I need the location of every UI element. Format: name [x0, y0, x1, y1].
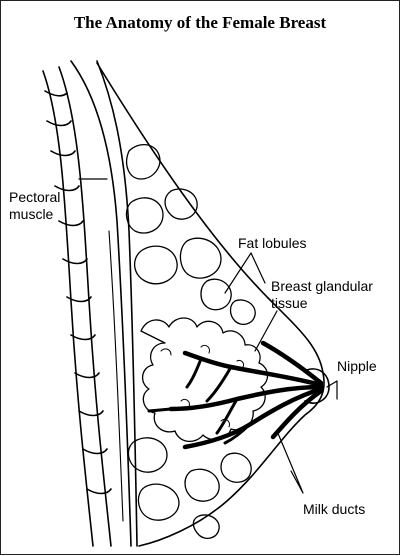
fat-lobules-illustration: [125, 144, 256, 540]
label-glandular-line1: Breast glandular: [271, 278, 373, 294]
label-pectoral-line1: Pectoral: [9, 189, 61, 205]
nipple-illustration: [304, 368, 330, 404]
label-pectoral-line2: muscle: [9, 206, 54, 222]
label-leader-lines: [78, 178, 338, 494]
label-glandular-line2: tissue: [271, 295, 308, 311]
label-glandular-tissue: Breast glandular tissue: [271, 278, 373, 312]
diagram-title: The Anatomy of the Female Breast: [73, 13, 327, 32]
label-fat-lobules: Fat lobules: [238, 235, 307, 251]
milk-ducts-illustration: [147, 340, 324, 450]
label-pectoral-muscle: Pectoral muscle: [9, 189, 60, 223]
label-nipple: Nipple: [337, 358, 377, 374]
chest-wall: [42, 66, 112, 547]
label-milk-ducts: Milk ducts: [303, 501, 366, 517]
glandular-tissue-illustration: [140, 317, 269, 442]
glandular-inner-detail: [160, 344, 244, 428]
skin-outline: [96, 62, 325, 547]
pectoral-muscle: [70, 60, 138, 547]
